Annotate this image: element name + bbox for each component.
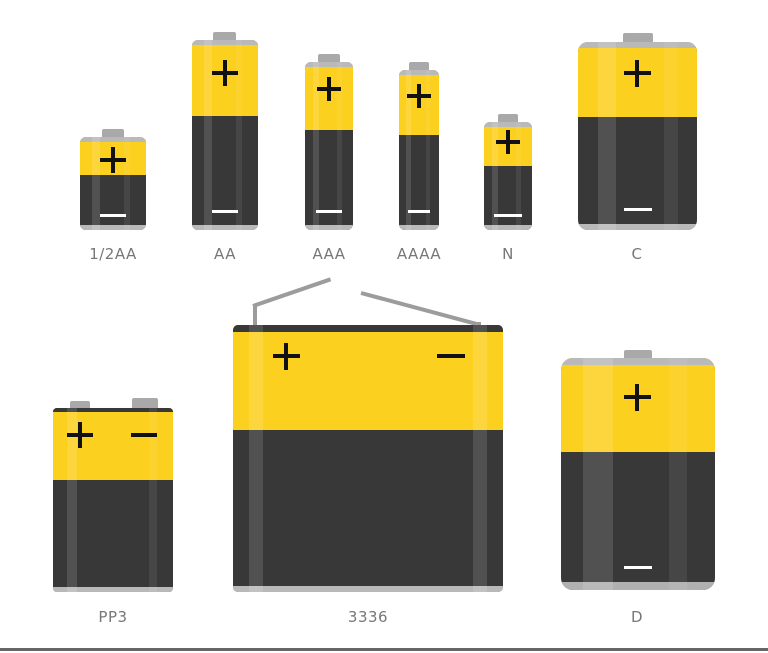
plus-icon [407, 84, 431, 108]
minus-icon [408, 210, 430, 213]
positive-terminal [624, 350, 652, 360]
right-wire [360, 291, 478, 326]
minus-icon [316, 210, 342, 213]
minus-icon [437, 354, 465, 358]
battery-label: 3336 [347, 608, 389, 626]
battery-label: C [631, 245, 643, 263]
battery-body [399, 70, 439, 230]
plus-icon [624, 60, 651, 87]
positive-terminal [318, 54, 340, 63]
negative-terminal [132, 398, 158, 409]
positive-terminal [409, 62, 429, 71]
battery-body [80, 137, 146, 230]
positive-terminal [102, 129, 124, 138]
battery-body [233, 325, 503, 592]
minus-icon [131, 433, 157, 437]
plus-icon [624, 384, 651, 411]
minus-icon [624, 566, 652, 569]
positive-terminal [70, 401, 90, 409]
battery-body [192, 40, 258, 230]
battery-label: PP3 [98, 608, 128, 626]
left-wire [252, 277, 332, 308]
bottom-divider [0, 648, 768, 651]
battery-label: AAA [312, 245, 346, 263]
left-wire-leg [253, 304, 257, 328]
plus-icon [100, 147, 126, 173]
plus-icon [496, 130, 520, 154]
positive-terminal [623, 33, 653, 43]
minus-icon [212, 210, 238, 213]
minus-icon [494, 214, 522, 217]
battery-body [561, 358, 715, 590]
minus-icon [624, 208, 652, 211]
battery-body [305, 62, 353, 230]
battery-body [484, 122, 532, 230]
positive-terminal [498, 114, 518, 123]
battery-label: AAAA [396, 245, 442, 263]
plus-icon [67, 422, 93, 448]
battery-label: 1/2AA [89, 245, 137, 263]
battery-label: N [502, 245, 514, 263]
positive-terminal [213, 32, 236, 41]
battery-body [53, 408, 173, 592]
minus-icon [100, 214, 126, 217]
plus-icon [212, 60, 238, 86]
battery-label: D [630, 608, 644, 626]
plus-icon [317, 77, 341, 101]
battery-label: AA [214, 245, 236, 263]
plus-icon [273, 343, 300, 370]
battery-body [578, 42, 697, 230]
